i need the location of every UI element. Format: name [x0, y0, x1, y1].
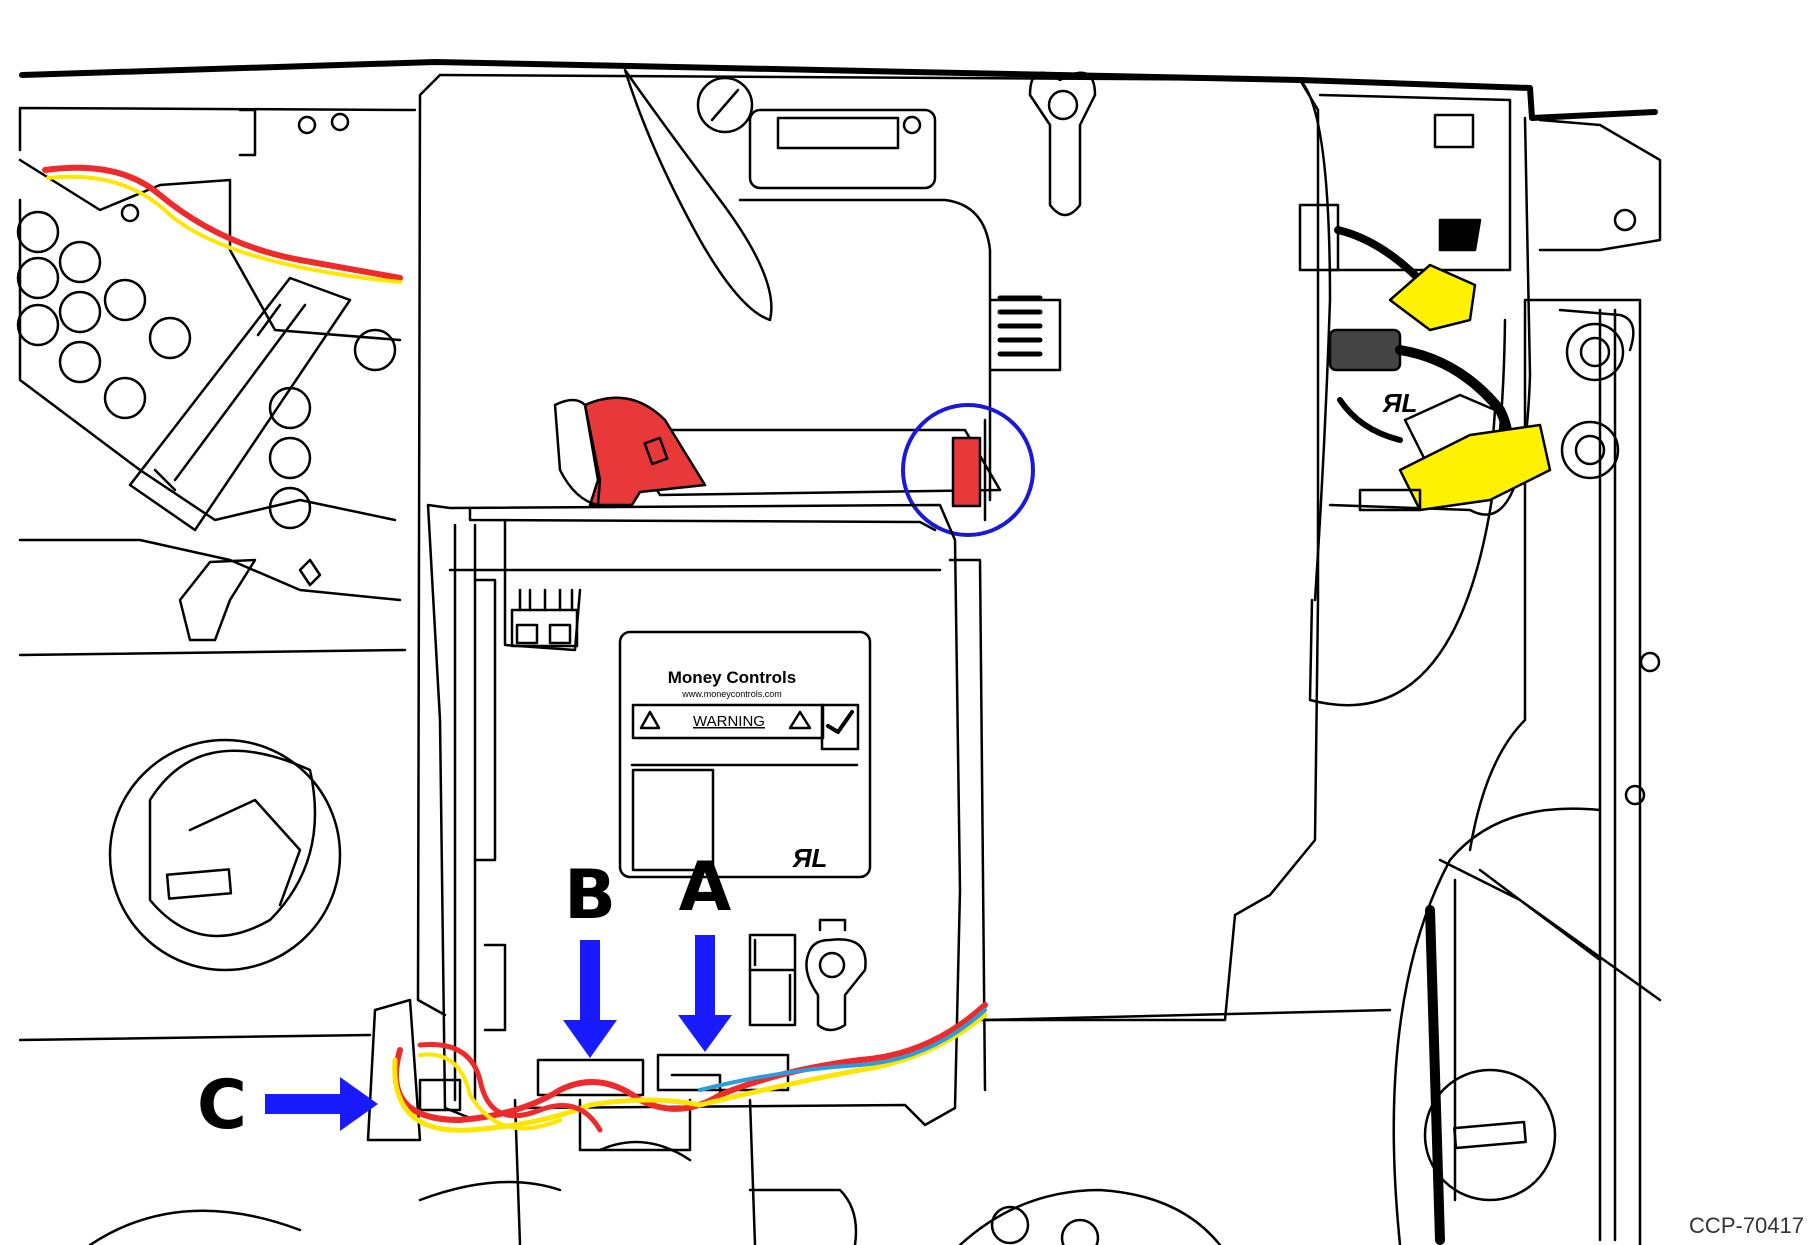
central-housing-inner [738, 198, 1062, 502]
callout-label-c: C [197, 1066, 247, 1145]
top-left-wire-red [42, 164, 403, 281]
label-brand: Money Controls [668, 668, 796, 687]
red-tab [951, 436, 982, 508]
arrow-a [678, 935, 732, 1052]
left-mechanism [16, 108, 407, 972]
label-ul-mark: ЯL [792, 843, 828, 873]
top-connector [510, 608, 579, 648]
callout-label-a: A [679, 848, 732, 927]
label-warning: WARNING [693, 713, 765, 730]
callout-label-b: B [564, 856, 616, 935]
arrow-c [265, 1077, 378, 1131]
left-knob [108, 738, 342, 972]
right-mechanism [1298, 78, 1662, 1245]
connector-c [418, 1078, 462, 1112]
keyhole [1028, 71, 1097, 217]
top-screw [696, 76, 754, 134]
label-url: www.moneycontrols.com [681, 689, 782, 699]
vent-slots [997, 295, 1043, 357]
highlight-circle [901, 403, 1035, 537]
housing-inner-left-panel [18, 106, 417, 152]
yellow-sleeve-bottom [1398, 423, 1552, 512]
red-latch [583, 396, 707, 507]
housing-top-edge [19, 59, 1658, 121]
yellow-sleeve-top [1388, 263, 1477, 332]
top-left-wire-yellow [46, 174, 402, 284]
reference-id: CCP-70417 [1689, 1213, 1804, 1238]
bottom-keyhole [805, 938, 867, 1032]
paddle [623, 68, 773, 322]
callout-arrows [265, 935, 732, 1131]
arrow-b [563, 940, 617, 1058]
bottom-wires [392, 1002, 988, 1133]
label-plate [618, 630, 872, 879]
validator-body [426, 503, 962, 1127]
dip-switch [748, 933, 797, 1027]
side-ul-mark: ЯL [1382, 388, 1418, 418]
connector-b [536, 1058, 645, 1097]
right-cables [1298, 203, 1552, 512]
connector-c-housing [366, 998, 422, 1142]
black-plug [1328, 328, 1402, 372]
